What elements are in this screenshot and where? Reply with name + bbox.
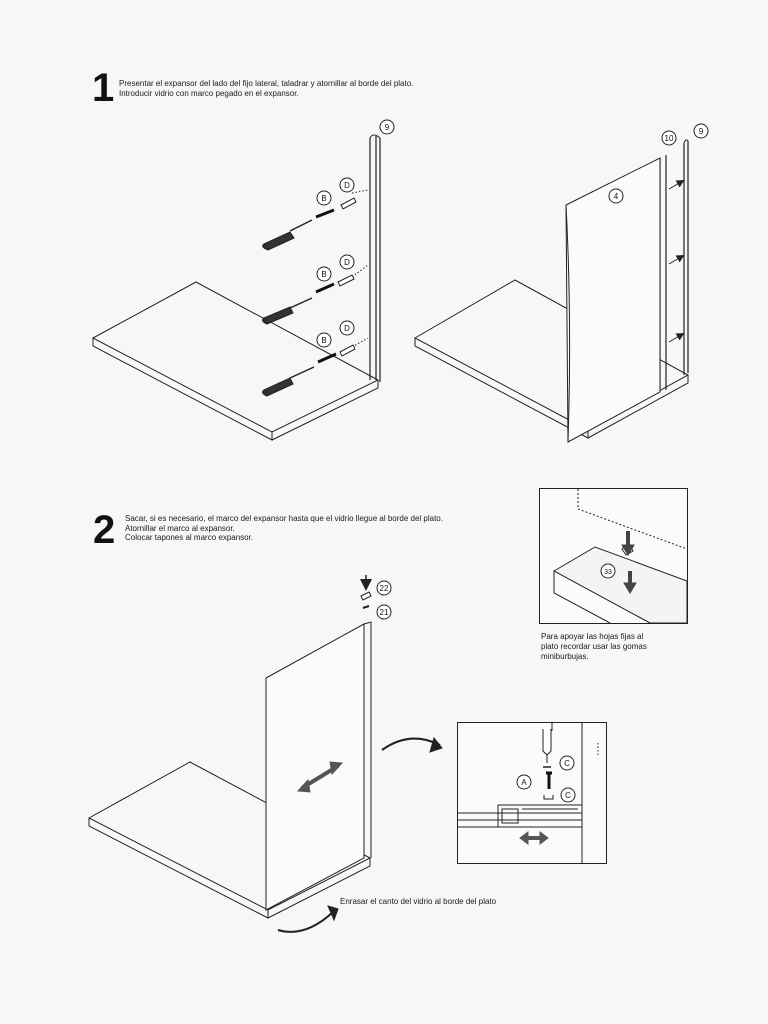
inset-caption-line-3: miniburbujas. [541,652,589,661]
inset-frame-detail: C A C [457,722,607,864]
label-screw-b-top: B [321,194,326,203]
screwdriver-top-icon [262,219,313,251]
step-1-number: 1 [92,66,115,110]
step-1-line-2: Introducir vidrio con marco pegado en el… [119,88,299,98]
inset-caption: Para apoyar las hojas fijas al plato rec… [541,632,647,662]
label-frame-10: 10 [665,134,674,143]
inset-caption-line-2: plato recordar usar las gomas [541,642,647,651]
label-cap-22: 22 [380,584,389,593]
label-screw-b-bottom: B [321,336,326,345]
step-2-number: 2 [93,508,116,552]
bottom-caption: Enrasar el canto del vidrio al borde del… [340,897,497,906]
label-glass-4: 4 [614,192,619,201]
plug-d-bottom [339,344,356,357]
label-profile-9b: 9 [699,127,704,136]
label-cover-c-bottom: C [565,791,571,800]
screwdriver-bottom-icon [262,366,315,397]
label-cap-21: 21 [380,608,389,617]
figure-2 [87,575,443,933]
screwdriver-mid-icon [262,297,313,325]
label-cover-c-top: C [564,759,570,768]
horizontal-double-arrow-icon [519,831,549,845]
step-2-instructions: Sacar, si es necesario, el marco del exp… [125,514,443,543]
label-screw-b-mid: B [321,270,326,279]
step-1-instructions: Presentar el expansor del lado del fijo … [119,79,413,98]
down-arrow-icon [621,531,637,594]
label-plug-d-bottom: D [344,324,350,333]
rubber-detail-drawing: 33 [552,489,688,624]
label-plug-d-top: D [344,181,350,190]
plug-d-mid [337,274,355,287]
slide-double-arrow-icon [296,761,344,793]
step-2-line-2: Atornillar el marco al expansor. [125,523,235,533]
frame-detail-drawing: C A C [458,723,599,863]
inset-caption-line-1: Para apoyar las hojas fijas al [541,632,644,641]
label-rubber-33: 33 [604,569,612,576]
step-2-line-3: Colocar tapones al marco expansor. [125,533,254,542]
figure-1b [413,123,709,443]
inset-rubber-detail: 33 [539,488,688,624]
figure-1a [91,119,395,441]
step-2-line-1: Sacar, si es necesario, el marco del exp… [125,514,443,523]
label-screw-a: A [521,778,527,787]
curved-arrow-flush-icon [277,911,334,933]
callout-9 [379,119,395,135]
plug-d-top [340,197,357,210]
label-plug-d-mid: D [344,258,350,267]
step-1-line-1: Presentar el expansor del lado del fijo … [119,79,414,88]
label-profile-9: 9 [385,123,390,132]
